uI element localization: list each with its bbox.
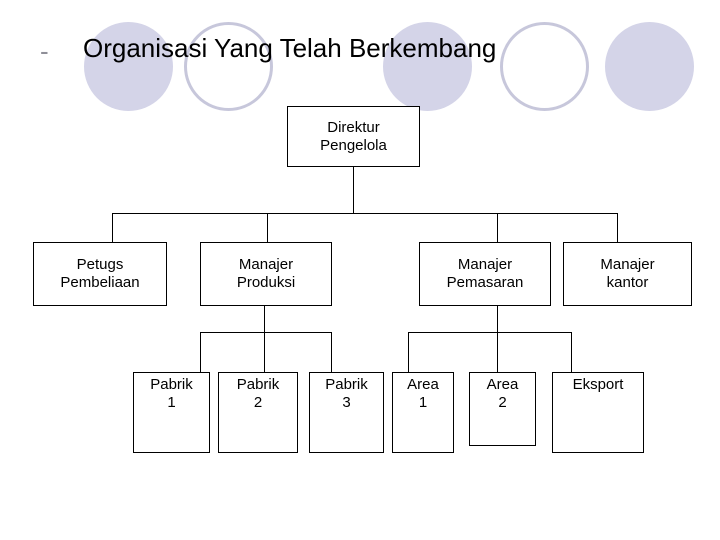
decorative-circle-outlined-icon	[500, 22, 589, 111]
connector-pemasaran-vertical	[497, 306, 498, 372]
decorative-circle-filled-icon	[605, 22, 694, 111]
connector-drop-pemasaran	[497, 213, 498, 242]
connector-drop-eksport	[571, 332, 572, 372]
org-node-manajer-pemasaran: Manajer Pemasaran	[419, 242, 551, 306]
connector-drop-kantor	[617, 213, 618, 242]
org-node-manajer-kantor: Manajer kantor	[563, 242, 692, 306]
connector-level2-horizontal	[112, 213, 618, 214]
decorative-circle-outlined-icon	[184, 22, 273, 111]
decorative-circle-filled-icon	[84, 22, 173, 111]
decorative-circle-filled-icon	[383, 22, 472, 111]
connector-pemasaran-horizontal	[408, 332, 572, 333]
org-node-manajer-produksi: Manajer Produksi	[200, 242, 332, 306]
title-dash-bullet: -	[40, 36, 49, 66]
connector-drop-pabrik3	[331, 332, 332, 372]
org-node-petugs-pembeliaan: Petugs Pembeliaan	[33, 242, 167, 306]
org-node-pabrik-3: Pabrik 3	[309, 372, 384, 453]
connector-drop-petugs	[112, 213, 113, 242]
org-node-area-1: Area 1	[392, 372, 454, 453]
page-title: Organisasi Yang Telah Berkembang	[83, 33, 497, 63]
connector-drop-produksi	[267, 213, 268, 242]
connector-drop-area1	[408, 332, 409, 372]
connector-produksi-vertical	[264, 306, 265, 372]
connector-root-vertical	[353, 167, 354, 213]
org-node-eksport: Eksport	[552, 372, 644, 453]
org-node-pabrik-2: Pabrik 2	[218, 372, 298, 453]
org-node-area-2: Area 2	[469, 372, 536, 446]
connector-produksi-horizontal	[200, 332, 332, 333]
connector-drop-pabrik1	[200, 332, 201, 372]
org-node-pabrik-1: Pabrik 1	[133, 372, 210, 453]
org-node-direktur-pengelola: Direktur Pengelola	[287, 106, 420, 167]
